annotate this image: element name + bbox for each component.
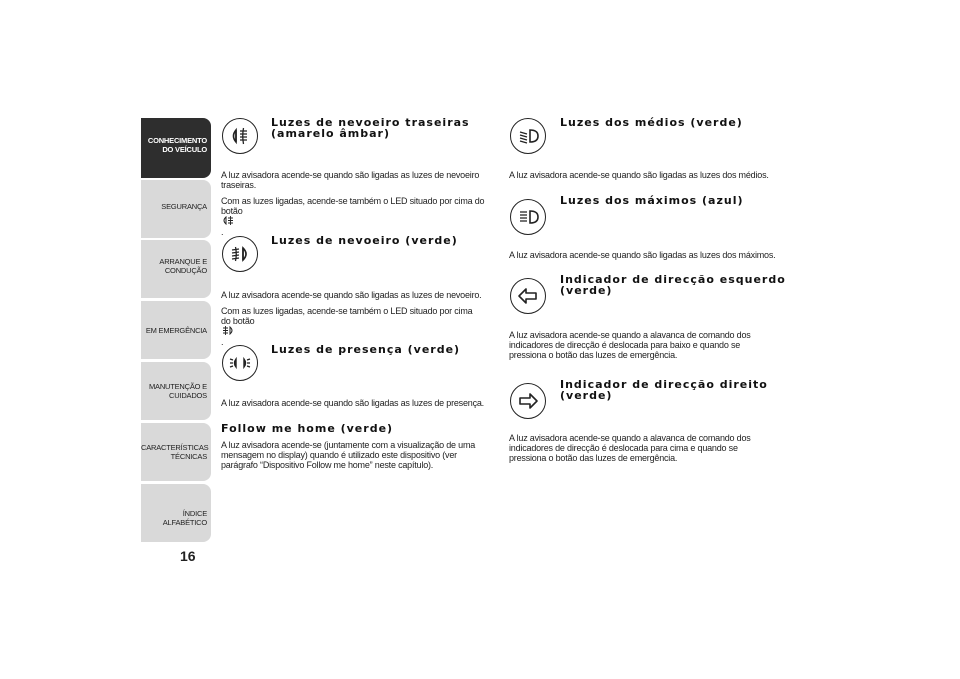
title-line1: Indicador de direcção direito bbox=[560, 378, 768, 391]
tab-label-line1: ÍNDICE ALFABÉTICO bbox=[162, 509, 207, 527]
tab-conhecimento-do-veiculo[interactable]: CONHECIMENTO DO VEÍCULO bbox=[141, 118, 211, 178]
text-line: A luz avisadora acende-se quando a alava… bbox=[509, 433, 751, 443]
position-lights-icon bbox=[222, 345, 258, 381]
text-line-with-glyph: do botão . bbox=[221, 316, 501, 347]
high-beam-text: A luz avisadora acende-se quando são lig… bbox=[509, 250, 799, 260]
follow-me-home-title: Follow me home (verde) bbox=[221, 422, 394, 435]
high-beam-title: Luzes dos máximos (azul) bbox=[560, 194, 744, 207]
text-line: A luz avisadora acende-se quando são lig… bbox=[221, 398, 484, 408]
right-indicator-title: Indicador de direcção direito (verde) bbox=[560, 379, 768, 401]
text-line: botão bbox=[221, 206, 243, 216]
title-line2: (verde) bbox=[560, 389, 613, 402]
tab-label-line1: CARACTERÍSTICAS bbox=[141, 443, 209, 452]
low-beam-icon bbox=[510, 118, 546, 154]
position-lights-text: A luz avisadora acende-se quando são lig… bbox=[221, 398, 501, 408]
front-fog-button-icon bbox=[221, 325, 501, 337]
text-line: A luz avisadora acende-se quando são lig… bbox=[221, 290, 482, 300]
text-line: mensagem no display) quando é utilizado … bbox=[221, 450, 457, 460]
rear-fog-button-icon bbox=[221, 215, 501, 227]
follow-me-home-text: A luz avisadora acende-se (juntamente co… bbox=[221, 440, 501, 470]
low-beam-text: A luz avisadora acende-se quando são lig… bbox=[509, 170, 799, 180]
left-indicator-text: A luz avisadora acende-se quando a alava… bbox=[509, 330, 799, 360]
front-fog-title: Luzes de nevoeiro (verde) bbox=[271, 234, 458, 247]
text-line: A luz avisadora acende-se quando são lig… bbox=[509, 170, 769, 180]
rear-fog-light-icon bbox=[222, 118, 258, 154]
text-line: A luz avisadora acende-se quando são lig… bbox=[509, 250, 776, 260]
text-line: pressiona o botão das luzes de emergênci… bbox=[509, 350, 678, 360]
rear-fog-text: A luz avisadora acende-se quando são lig… bbox=[221, 170, 501, 237]
right-arrow-icon bbox=[510, 383, 546, 419]
text-line-with-glyph: botão . bbox=[221, 206, 501, 237]
right-indicator-text: A luz avisadora acende-se quando a alava… bbox=[509, 433, 799, 463]
front-fog-light-icon bbox=[222, 236, 258, 272]
front-fog-text: A luz avisadora acende-se quando são lig… bbox=[221, 290, 501, 347]
tab-label-line1: EM EMERGÊNCIA bbox=[145, 326, 207, 335]
text-line: do botão bbox=[221, 316, 255, 326]
title-line1: Indicador de direcção esquerdo bbox=[560, 273, 786, 286]
text-line-end: . bbox=[221, 337, 224, 347]
tab-label-line1: ARRANQUE E bbox=[159, 257, 207, 266]
tab-label-line1: CONHECIMENTO bbox=[147, 136, 207, 145]
tab-label-line1: SEGURANÇA bbox=[161, 202, 207, 211]
left-indicator-title: Indicador de direcção esquerdo (verde) bbox=[560, 274, 786, 296]
tab-seguranca[interactable]: SEGURANÇA bbox=[141, 180, 211, 238]
text-line: Com as luzes ligadas, acende-se também o… bbox=[221, 306, 473, 316]
left-arrow-icon bbox=[510, 278, 546, 314]
low-beam-title: Luzes dos médios (verde) bbox=[560, 116, 743, 129]
text-line: pressiona o botão das luzes de emergênci… bbox=[509, 453, 678, 463]
tab-label-line2: DO VEÍCULO bbox=[162, 145, 207, 154]
text-line: A luz avisadora acende-se quando são lig… bbox=[221, 170, 480, 180]
position-lights-title: Luzes de presença (verde) bbox=[271, 343, 461, 356]
tab-label-line1: MANUTENÇÃO E bbox=[148, 382, 207, 391]
high-beam-icon bbox=[510, 199, 546, 235]
tab-manutencao-e-cuidados[interactable]: MANUTENÇÃO E CUIDADOS bbox=[141, 362, 211, 420]
text-line: Com as luzes ligadas, acende-se também o… bbox=[221, 196, 485, 206]
tab-label-line2: CONDUÇÃO bbox=[164, 266, 207, 275]
text-line: parágrafo “Dispositivo Follow me home” n… bbox=[221, 460, 434, 470]
tab-label-line2: TÉCNICAS bbox=[170, 452, 208, 461]
text-line: indicadores de direcção é deslocada para… bbox=[509, 340, 741, 350]
title-line2: (verde) bbox=[560, 284, 613, 297]
page-number: 16 bbox=[180, 548, 196, 564]
text-line: A luz avisadora acende-se (juntamente co… bbox=[221, 440, 476, 450]
tab-indice-alfabetico[interactable]: ÍNDICE ALFABÉTICO bbox=[141, 484, 211, 542]
tab-label-line2: CUIDADOS bbox=[169, 391, 207, 400]
tab-em-emergencia[interactable]: EM EMERGÊNCIA bbox=[141, 301, 211, 359]
text-line-end: . bbox=[221, 227, 224, 237]
text-line: A luz avisadora acende-se quando a alava… bbox=[509, 330, 751, 340]
tab-arranque-e-conducao[interactable]: ARRANQUE E CONDUÇÃO bbox=[141, 240, 211, 298]
title-line2: (amarelo âmbar) bbox=[271, 127, 391, 140]
title-line1: Luzes de nevoeiro traseiras bbox=[271, 116, 470, 129]
tab-caracteristicas-tecnicas[interactable]: CARACTERÍSTICAS TÉCNICAS bbox=[141, 423, 211, 481]
text-line: traseiras. bbox=[221, 180, 257, 190]
rear-fog-title: Luzes de nevoeiro traseiras (amarelo âmb… bbox=[271, 117, 470, 139]
text-line: indicadores de direcção é deslocada para… bbox=[509, 443, 738, 453]
